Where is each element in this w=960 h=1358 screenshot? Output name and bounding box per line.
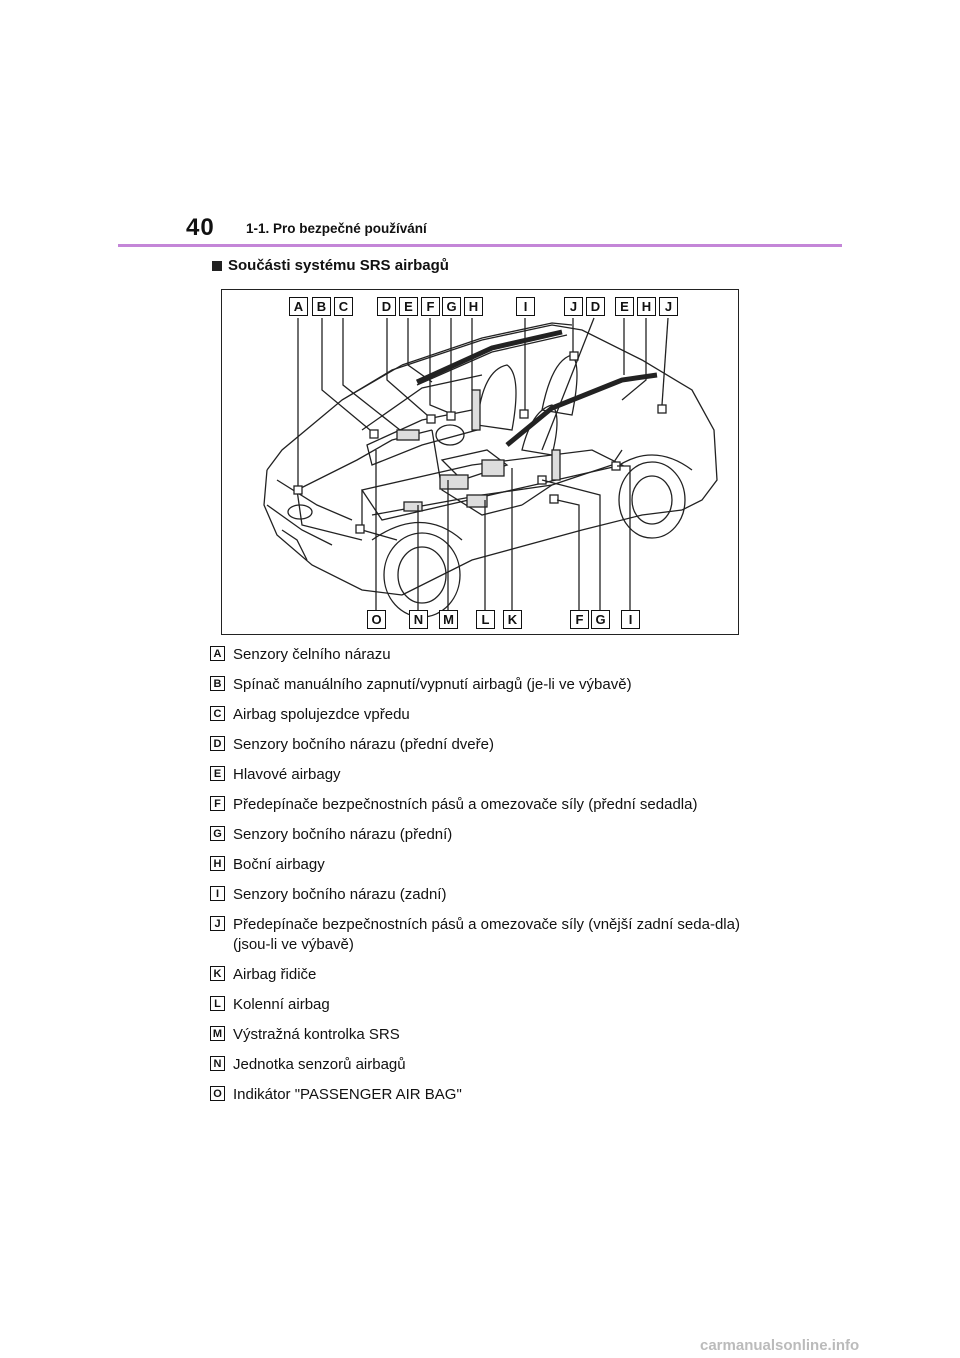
legend-text: Senzory bočního nárazu (přední) — [233, 825, 763, 845]
legend-text: Airbag řidiče — [233, 965, 763, 985]
diagram-label: G — [591, 610, 610, 629]
legend-text: Předepínače bezpečnostních pásů a omezov… — [233, 915, 763, 955]
legend-text: Jednotka senzorů airbagů — [233, 1055, 763, 1075]
legend-item: J Předepínače bezpečnostních pásů a omez… — [210, 915, 770, 955]
legend-item: O Indikátor "PASSENGER AIR BAG" — [210, 1085, 770, 1105]
diagram-label: I — [516, 297, 535, 316]
diagram-label: G — [442, 297, 461, 316]
diagram-label: L — [476, 610, 495, 629]
diagram-label: D — [377, 297, 396, 316]
legend-item: C Airbag spolujezdce vpředu — [210, 705, 770, 725]
diagram-label: F — [570, 610, 589, 629]
legend-item: E Hlavové airbagy — [210, 765, 770, 785]
diagram-label: K — [503, 610, 522, 629]
legend-letter: M — [210, 1026, 225, 1041]
legend-letter: G — [210, 826, 225, 841]
section-title: Součásti systému SRS airbagů — [228, 257, 449, 274]
diagram-label: J — [564, 297, 583, 316]
watermark: carmanualsonline.info — [700, 1337, 859, 1354]
legend-letter: D — [210, 736, 225, 751]
legend-letter: H — [210, 856, 225, 871]
section-heading: Součásti systému SRS airbagů — [212, 257, 449, 274]
diagram-label: H — [637, 297, 656, 316]
legend-letter: I — [210, 886, 225, 901]
legend-item: I Senzory bočního nárazu (zadní) — [210, 885, 770, 905]
legend-list: A Senzory čelního nárazu B Spínač manuál… — [210, 645, 770, 1115]
legend-item: A Senzory čelního nárazu — [210, 645, 770, 665]
diagram-label: C — [334, 297, 353, 316]
legend-letter: L — [210, 996, 225, 1011]
diagram-label: B — [312, 297, 331, 316]
legend-item: F Předepínače bezpečnostních pásů a omez… — [210, 795, 770, 815]
legend-letter: C — [210, 706, 225, 721]
legend-text: Senzory bočního nárazu (zadní) — [233, 885, 763, 905]
legend-item: H Boční airbagy — [210, 855, 770, 875]
legend-letter: N — [210, 1056, 225, 1071]
legend-letter: J — [210, 916, 225, 931]
legend-text: Kolenní airbag — [233, 995, 763, 1015]
legend-item: K Airbag řidiče — [210, 965, 770, 985]
legend-letter: B — [210, 676, 225, 691]
diagram-label: J — [659, 297, 678, 316]
diagram-label: I — [621, 610, 640, 629]
legend-text: Hlavové airbagy — [233, 765, 763, 785]
header-divider — [118, 244, 842, 247]
chapter-title: 1-1. Pro bezpečné používání — [246, 221, 427, 236]
legend-item: D Senzory bočního nárazu (přední dveře) — [210, 735, 770, 755]
legend-text: Výstražná kontrolka SRS — [233, 1025, 763, 1045]
diagram-label: F — [421, 297, 440, 316]
legend-text: Předepínače bezpečnostních pásů a omezov… — [233, 795, 763, 815]
legend-text: Spínač manuálního zapnutí/vypnutí airbag… — [233, 675, 763, 695]
legend-text: Indikátor "PASSENGER AIR BAG" — [233, 1085, 763, 1105]
diagram-label: N — [409, 610, 428, 629]
legend-item: L Kolenní airbag — [210, 995, 770, 1015]
airbag-diagram: A B C D E F G H I J D E H J O N M L K F … — [221, 289, 739, 635]
legend-item: M Výstražná kontrolka SRS — [210, 1025, 770, 1045]
diagram-label: D — [586, 297, 605, 316]
diagram-label: E — [399, 297, 418, 316]
legend-text: Senzory čelního nárazu — [233, 645, 763, 665]
diagram-label: H — [464, 297, 483, 316]
legend-text: Boční airbagy — [233, 855, 763, 875]
bullet-square-icon — [212, 261, 222, 271]
diagram-label: E — [615, 297, 634, 316]
car-illustration — [222, 290, 740, 636]
diagram-label: A — [289, 297, 308, 316]
page-number: 40 — [186, 214, 215, 242]
diagram-label: O — [367, 610, 386, 629]
legend-text: Senzory bočního nárazu (přední dveře) — [233, 735, 763, 755]
legend-text: Airbag spolujezdce vpředu — [233, 705, 763, 725]
legend-letter: A — [210, 646, 225, 661]
legend-letter: K — [210, 966, 225, 981]
legend-letter: F — [210, 796, 225, 811]
legend-letter: E — [210, 766, 225, 781]
legend-item: N Jednotka senzorů airbagů — [210, 1055, 770, 1075]
legend-item: B Spínač manuálního zapnutí/vypnutí airb… — [210, 675, 770, 695]
diagram-label: M — [439, 610, 458, 629]
legend-letter: O — [210, 1086, 225, 1101]
legend-item: G Senzory bočního nárazu (přední) — [210, 825, 770, 845]
